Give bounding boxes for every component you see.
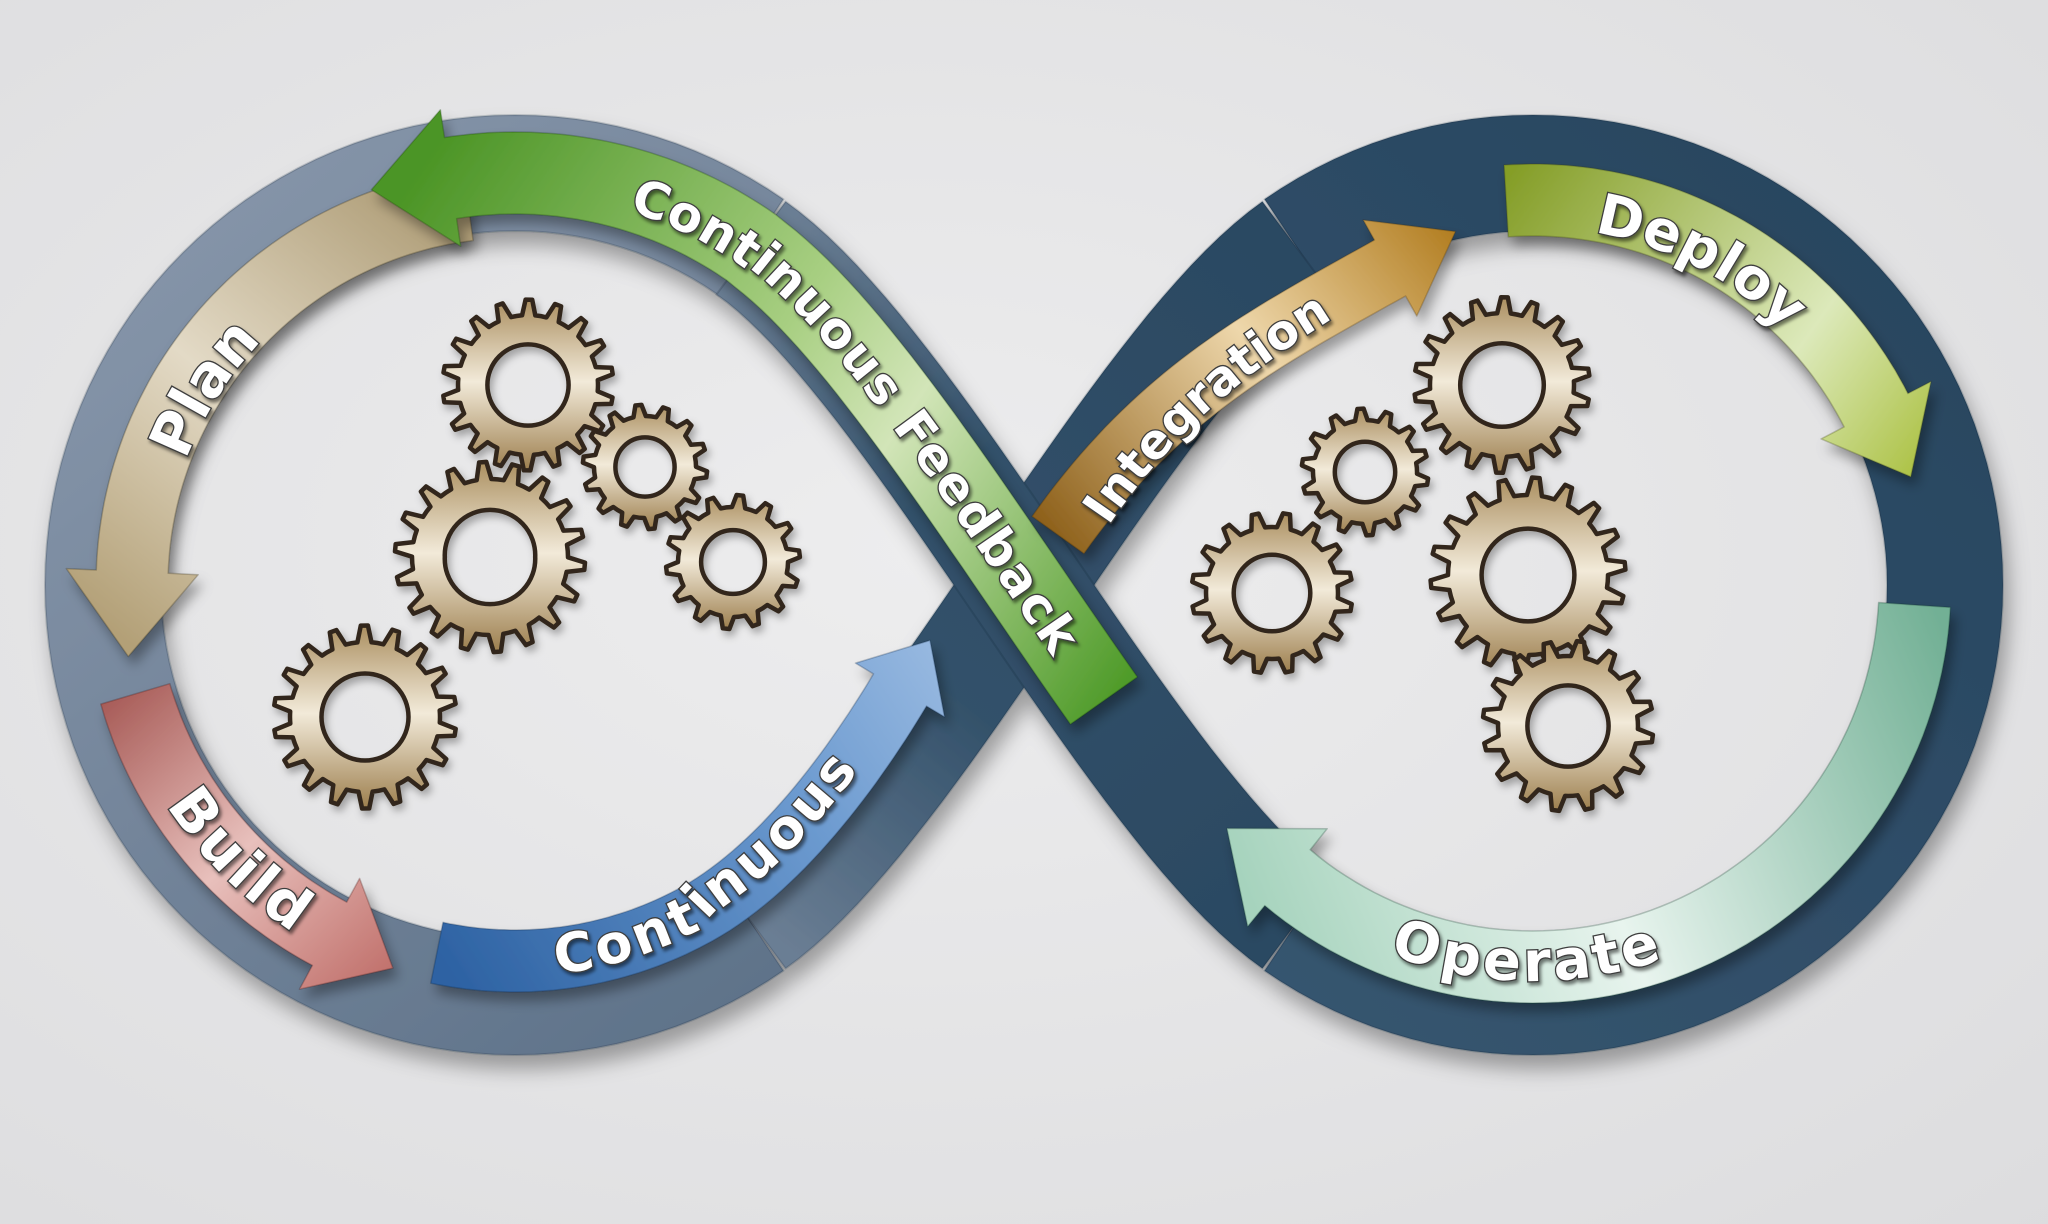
continuous-arrow-band: [429, 639, 946, 993]
gear-icon: [272, 623, 458, 811]
gear-icon: [1190, 511, 1354, 675]
build-arrow-band: [100, 682, 394, 990]
gear-icon: [1428, 475, 1628, 675]
gear-icon: [392, 459, 588, 655]
integration-arrow-band: [1031, 219, 1457, 555]
gear-icon: [580, 402, 710, 532]
stage-arrows: [65, 109, 1952, 1004]
gear-icon: [663, 492, 803, 632]
gear-icon: [1299, 406, 1431, 538]
gears-cluster: [272, 294, 1656, 814]
gear-icon: [441, 297, 615, 473]
deploy-arrow-band: [1503, 163, 1932, 478]
plan-arrow-band: [65, 168, 474, 658]
operate-arrow-band: [1226, 601, 1952, 1004]
gear-icon: [1412, 294, 1592, 476]
gear-icon: [1480, 638, 1656, 814]
continuous-feedback-arrow-band: [370, 109, 1139, 725]
